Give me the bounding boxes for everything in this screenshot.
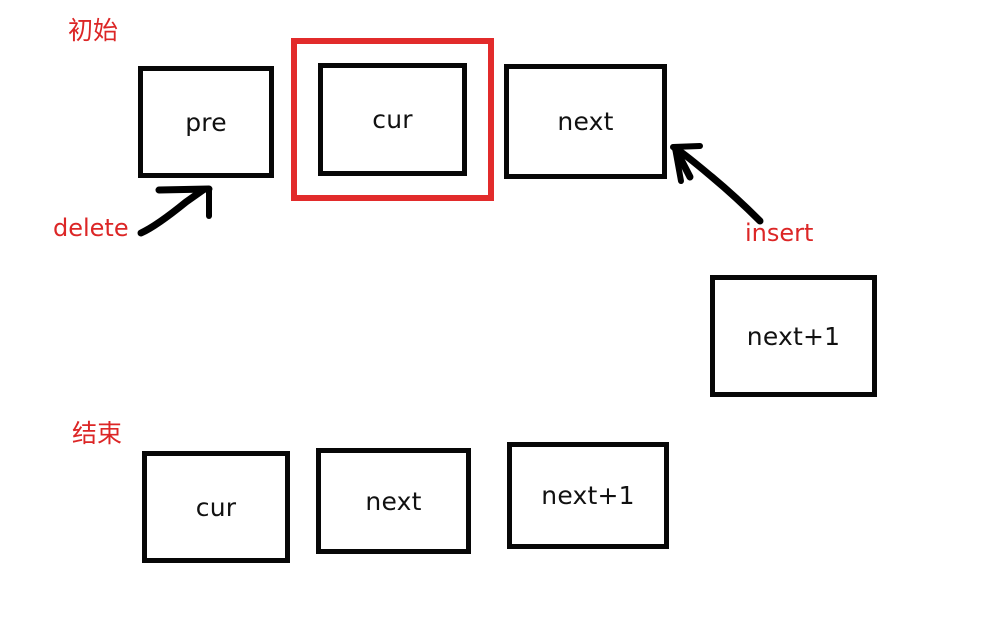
stage-label-final: 结束 xyxy=(72,419,123,448)
node-label: cur xyxy=(372,105,413,134)
delete-arrow-icon xyxy=(137,185,213,237)
insert-arrow-icon xyxy=(670,143,764,225)
node-box-next-plus-1-floating[interactable]: next+1 xyxy=(710,275,877,397)
node-box-next[interactable]: next xyxy=(504,64,667,179)
node-label: cur xyxy=(195,492,237,522)
node-box-pre[interactable]: pre xyxy=(138,66,274,178)
cur-highlight-frame xyxy=(291,38,494,201)
node-box-final-next[interactable]: next xyxy=(316,448,471,554)
node-label: next xyxy=(557,107,614,136)
node-label: pre xyxy=(185,107,227,137)
node-label: next+1 xyxy=(541,481,635,510)
node-box-final-next-plus-1[interactable]: next+1 xyxy=(507,442,669,549)
node-box-cur[interactable]: cur xyxy=(318,63,467,176)
node-box-final-cur[interactable]: cur xyxy=(142,451,290,563)
insert-annotation-label: insert xyxy=(745,219,814,247)
stage-label-initial: 初始 xyxy=(68,16,119,45)
node-label: next xyxy=(365,486,422,516)
node-label: next+1 xyxy=(746,321,841,351)
delete-annotation-label: delete xyxy=(53,214,129,242)
